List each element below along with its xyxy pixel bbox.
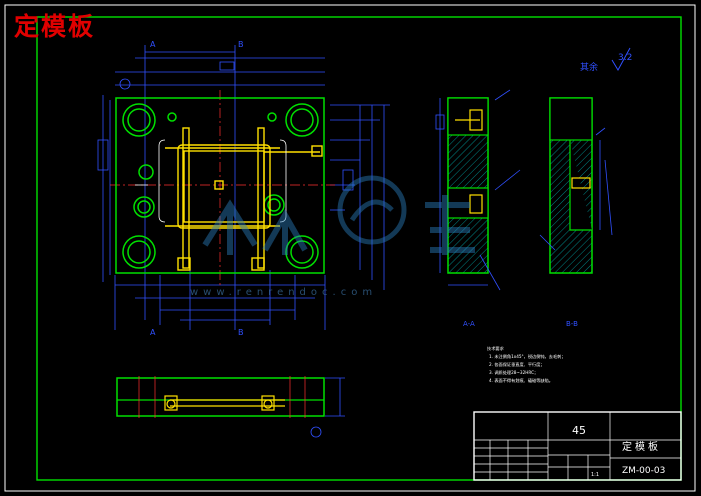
section-label-a-a: A-A [463, 320, 475, 328]
title-part-name: 定模板 [622, 440, 661, 453]
watermark-logo [202, 175, 475, 255]
svg-text:2. 各面保证垂直度、平行度；: 2. 各面保证垂直度、平行度； [489, 361, 545, 368]
sheet-inner-border [36, 16, 682, 481]
view-mark-b-bottom: B [238, 328, 244, 337]
section-label-b-b: B-B [566, 320, 578, 328]
roughness-mark: 其余 3.2 [580, 47, 632, 73]
view-mark-b-top: B [238, 40, 244, 49]
plate-outline [115, 97, 325, 274]
title-scale: 1:1 [591, 472, 599, 478]
section-b-b: B-B [539, 97, 613, 328]
view-mark-a-top: A [150, 40, 156, 49]
section-a-a: A-A [435, 89, 521, 328]
title-drawing-number: ZM-00-03 [622, 466, 665, 476]
technical-notes: 技术要求 1. 未注倒角1x45°，锐边倒钝，去毛刺； 2. 各面保证垂直度、平… [487, 345, 566, 384]
front-view [116, 376, 345, 438]
svg-text:3.2: 3.2 [618, 53, 632, 63]
svg-text:其余: 其余 [580, 61, 598, 73]
cavity-outline [165, 127, 323, 271]
title-material: 45 [572, 424, 586, 437]
plan-view: A B A B [97, 40, 390, 337]
svg-text:1. 未注倒角1x45°，锐边倒钝，去毛刺；: 1. 未注倒角1x45°，锐边倒钝，去毛刺； [489, 353, 566, 360]
title-block: 45 定模板 ZM-00-03 1:1 [473, 411, 682, 481]
watermark-url: www.renrendoc.com [190, 287, 377, 298]
svg-text:3. 调质处理28~32HRC；: 3. 调质处理28~32HRC； [489, 369, 538, 376]
plan-dimensions [97, 45, 390, 330]
svg-text:4. 表面不得有划痕、磕碰等缺陷。: 4. 表面不得有划痕、磕碰等缺陷。 [489, 377, 553, 384]
overlay-title: 定模板 [14, 12, 96, 41]
svg-text:技术要求: 技术要求 [487, 345, 505, 352]
sheet-outer-border [4, 4, 696, 492]
guide-holes [122, 103, 319, 269]
view-mark-a-bottom: A [150, 328, 156, 337]
